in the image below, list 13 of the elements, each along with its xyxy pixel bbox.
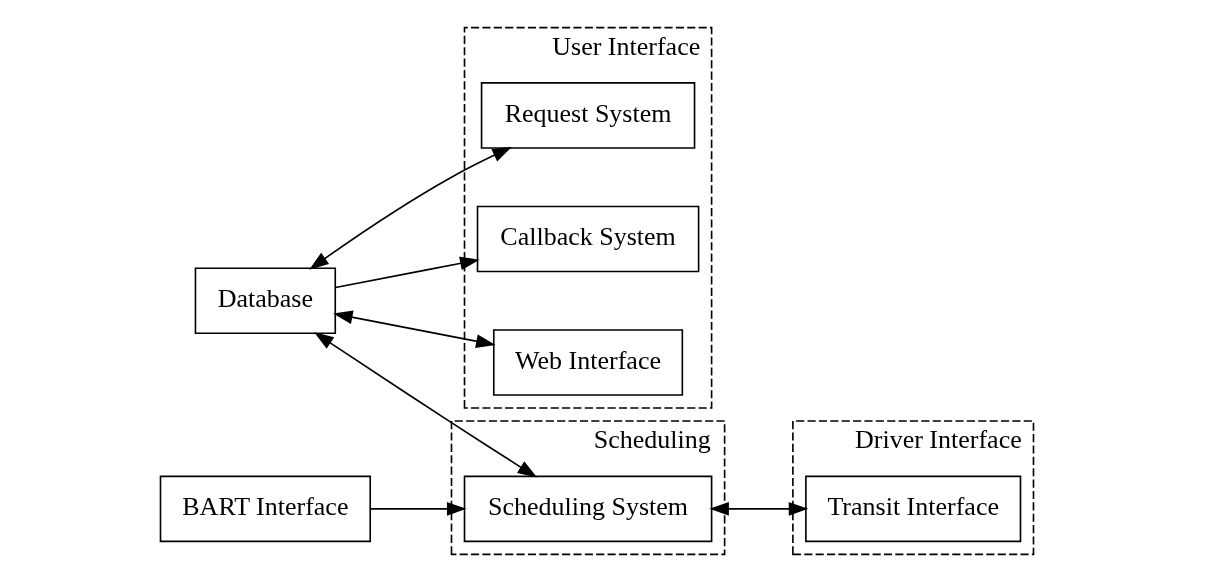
node-box: Database (194, 267, 336, 335)
node-box: Scheduling System (463, 475, 712, 543)
node-box: Web Interface (492, 329, 683, 396)
arrow (313, 332, 537, 478)
arrow (708, 502, 808, 516)
node-box: Transit Interface (804, 475, 1021, 543)
node-box: Callback System (476, 205, 699, 273)
node-box: BART Interface (159, 475, 371, 543)
arrow (368, 502, 466, 516)
node-box: Request System (480, 82, 695, 149)
arrow (332, 310, 496, 348)
arrow (308, 146, 512, 270)
arrow (334, 256, 480, 289)
